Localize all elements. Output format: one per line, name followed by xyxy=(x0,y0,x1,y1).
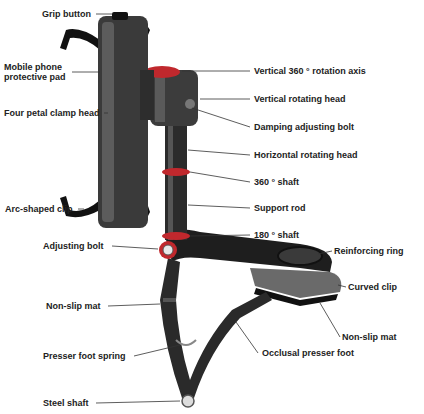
part-label: Grip button xyxy=(42,9,91,19)
part-label: Adjusting bolt xyxy=(43,241,104,251)
part-label: Vertical rotating head xyxy=(254,94,346,104)
part-label: Vertical 360 ° rotation axis xyxy=(254,66,366,76)
part-label: Horizontal rotating head xyxy=(254,150,358,160)
part-label: Steel shaft xyxy=(43,398,89,408)
part-label: Non-slip mat xyxy=(46,301,101,311)
part-label: Mobile phone protective pad xyxy=(4,62,70,82)
part-label: Curved clip xyxy=(348,282,397,292)
part-label: Arc-shaped clip xyxy=(5,204,73,214)
part-label: Presser foot spring xyxy=(43,351,126,361)
part-label: Damping adjusting bolt xyxy=(254,122,354,132)
part-label: 360 ° shaft xyxy=(254,177,299,187)
part-label: Occlusal presser foot xyxy=(262,348,354,358)
part-label: Reinforcing ring xyxy=(334,246,404,256)
part-label: Support rod xyxy=(254,203,306,213)
part-label: 180 ° shaft xyxy=(254,230,299,240)
part-label: Four petal clamp head xyxy=(4,108,100,118)
part-label: Non-slip mat xyxy=(342,332,397,342)
